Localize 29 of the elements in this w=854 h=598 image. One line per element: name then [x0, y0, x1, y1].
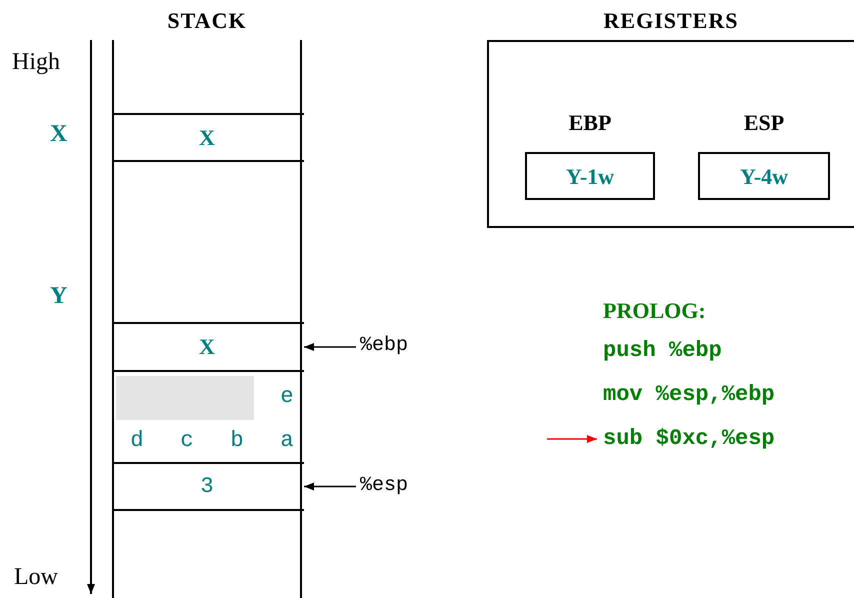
code-line: sub $0xc,%esp — [603, 428, 775, 450]
byte-value: c — [179, 430, 195, 452]
register-name: ESP — [742, 112, 786, 134]
register-value: Y-4w — [738, 166, 790, 188]
register-name: EBP — [568, 112, 612, 134]
slot-value: X — [198, 127, 216, 149]
arrow — [304, 482, 356, 490]
byte-value: e — [279, 386, 295, 408]
stack-slot — [114, 113, 304, 162]
byte-value: a — [279, 430, 295, 452]
code-line: mov %esp,%ebp — [603, 384, 775, 406]
register-pointer-label: %esp — [360, 476, 408, 496]
slot-value: 3 — [199, 476, 215, 498]
arrow — [304, 343, 356, 351]
byte-value: d — [129, 430, 145, 452]
register-value: Y-1w — [564, 166, 616, 188]
stack-heading: STACK — [166, 10, 248, 32]
address-label: Low — [14, 565, 58, 589]
register-pointer-label: %ebp — [360, 336, 408, 356]
byte-value: b — [229, 430, 245, 452]
slot-value: X — [198, 336, 216, 358]
arrow — [547, 435, 597, 443]
panel-heading: REGISTERS — [602, 10, 740, 32]
padding-block — [116, 376, 254, 420]
address-label: Y — [50, 284, 68, 308]
code-heading: PROLOG: — [603, 300, 706, 322]
code-line: push %ebp — [603, 340, 722, 362]
address-label: X — [50, 122, 68, 146]
address-label: High — [12, 50, 60, 74]
